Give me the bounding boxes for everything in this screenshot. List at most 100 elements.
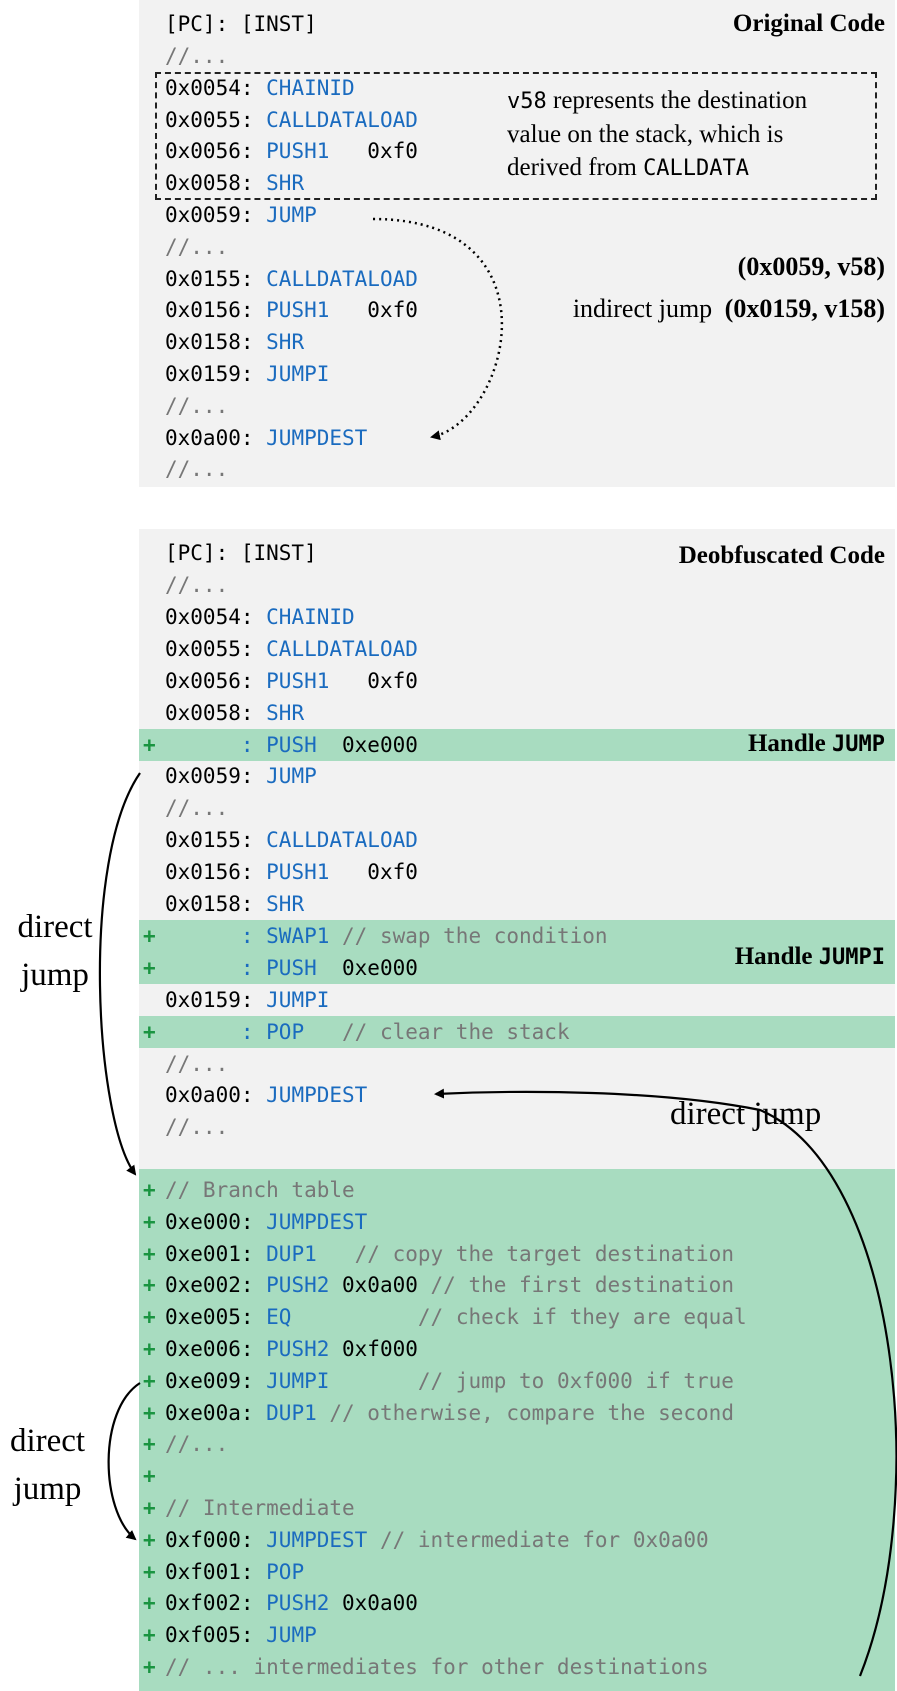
program-counter: : xyxy=(165,1019,267,1044)
program-counter: 0x0158: xyxy=(165,892,267,916)
comment: // intermediate for 0x0a00 xyxy=(367,1527,709,1552)
branch-table-panel: +// Branch table+0xe000: JUMPDEST+0xe001… xyxy=(139,1169,895,1691)
deobfuscated-code-title: Deobfuscated Code xyxy=(678,542,885,569)
opcode: JUMPI xyxy=(266,987,330,1012)
code-text: 0xf005: JUMP xyxy=(165,1619,317,1651)
code-line: + : PUSH 0xe000 xyxy=(139,951,895,984)
comment: // swap the condition xyxy=(329,923,608,948)
code-text: : POP // clear the stack xyxy=(165,1016,570,1048)
code-line: +0xe001: DUP1 // copy the target destina… xyxy=(139,1238,895,1270)
code-text: 0x0155: CALLDATALOAD xyxy=(165,824,418,856)
opcode: PUSH2 xyxy=(266,1273,330,1298)
program-counter: 0x0059: xyxy=(165,764,267,789)
program-counter: //... xyxy=(165,234,229,259)
code-text: //... xyxy=(165,231,228,263)
destination-note: v58 represents the destination value on … xyxy=(507,84,882,185)
opcode: SHR xyxy=(266,892,305,916)
program-counter: : xyxy=(165,955,267,980)
indirect-jump-arrow xyxy=(372,217,504,441)
handle-jumpi-op: JUMPI xyxy=(818,945,885,970)
handle-jump-op: JUMP xyxy=(832,732,885,757)
handle-jump-prefix: Handle xyxy=(747,730,833,757)
opcode: PUSH2 xyxy=(266,1591,330,1616)
code-text: : PUSH 0xe000 xyxy=(165,729,418,761)
opcode: DUP1 xyxy=(266,1241,317,1266)
code-line: 0x0a00: JUMPDEST xyxy=(139,422,895,454)
code-text: 0x0a00: JUMPDEST xyxy=(165,422,367,454)
original-column-header: [PC]: [INST] xyxy=(165,12,317,36)
code-line: 0x0a00: JUMPDEST xyxy=(139,1079,895,1111)
code-line: 0x0055: CALLDATALOAD xyxy=(139,633,895,665)
code-line: 0x0055: CALLDATALOAD xyxy=(139,104,895,136)
program-counter: //... xyxy=(165,393,229,418)
program-counter: 0xf002: xyxy=(165,1591,267,1616)
program-counter: 0xf001: xyxy=(165,1559,267,1584)
code-line: 0x0054: CHAINID xyxy=(139,72,895,104)
opcode: EQ xyxy=(266,1305,292,1330)
opcode: JUMP xyxy=(266,203,317,227)
code-line: +0xf005: JUMP xyxy=(139,1619,895,1651)
deob-column-header: [PC]: [INST] xyxy=(165,541,317,565)
code-line: + xyxy=(139,1460,895,1492)
comment: // ... intermediates for other destinati… xyxy=(165,1655,709,1679)
code-line: 0x0155: CALLDATALOAD xyxy=(139,263,895,295)
code-text: //... xyxy=(165,792,228,824)
code-line: +0xe009: JUMPI // jump to 0xf000 if true xyxy=(139,1365,895,1397)
code-line: 0x0158: SHR xyxy=(139,326,895,358)
opcode: JUMPDEST xyxy=(266,1209,368,1234)
code-text: 0xe005: EQ // check if they are equal xyxy=(165,1301,747,1333)
code-text: : SWAP1 // swap the condition xyxy=(165,920,608,952)
code-line: + : PUSH 0xe000 xyxy=(139,728,895,761)
program-counter: 0x0054: xyxy=(165,604,267,629)
added-marker: + xyxy=(143,1559,156,1584)
program-counter: 0xe006: xyxy=(165,1337,267,1361)
comment: // copy the target destination xyxy=(316,1241,734,1266)
added-marker: + xyxy=(143,1464,156,1489)
direct-jump-arrow-bottom xyxy=(107,1382,141,1541)
code-text: 0x0059: JUMP xyxy=(165,199,317,231)
code-line: 0x0159: JUMPI xyxy=(139,358,895,390)
note-calldata: CALLDATA xyxy=(643,156,750,181)
note-text-2: value on the stack, which is xyxy=(507,121,784,148)
code-line: 0x0054: CHAINID xyxy=(139,601,895,633)
program-counter: 0xe00a: xyxy=(165,1400,267,1425)
direct-jump-label-left-top: direct jump xyxy=(0,903,110,999)
added-marker: + xyxy=(143,1273,156,1298)
pair-1-value: (0x0059, v58) xyxy=(737,252,885,281)
code-text: 0xe00a: DUP1 // otherwise, compare the s… xyxy=(165,1397,734,1429)
note-var: v58 xyxy=(507,89,547,114)
opcode: SHR xyxy=(266,171,305,196)
code-text: 0x0159: JUMPI xyxy=(165,358,329,390)
code-line: //... xyxy=(139,390,895,422)
opcode: PUSH1 xyxy=(266,139,330,164)
handle-jumpi-label: Handle JUMPI xyxy=(735,943,885,971)
code-line: 0x0058: SHR xyxy=(139,697,895,729)
added-marker: + xyxy=(143,955,156,980)
code-text: //... xyxy=(165,453,228,485)
code-text: 0xf000: JUMPDEST // intermediate for 0x0… xyxy=(165,1524,709,1556)
code-line: 0x0056: PUSH1 0xf0 xyxy=(139,135,895,167)
opcode: SHR xyxy=(266,330,305,355)
program-counter: //... xyxy=(165,457,229,482)
code-text: : PUSH 0xe000 xyxy=(165,952,418,984)
operand: 0xf0 xyxy=(329,298,418,323)
code-line: +0xe002: PUSH2 0x0a00 // the first desti… xyxy=(139,1269,895,1301)
code-text: // Intermediate xyxy=(165,1492,355,1524)
program-counter: 0x0159: xyxy=(165,987,267,1012)
program-counter: : xyxy=(165,923,267,948)
comment: // jump to 0xf000 if true xyxy=(329,1368,734,1393)
added-marker: + xyxy=(143,1591,156,1616)
code-line: + : SWAP1 // swap the condition xyxy=(139,919,895,952)
direct-jump-arrow-right xyxy=(434,1088,897,1677)
direct-jump-arrow-top xyxy=(98,772,141,1176)
code-line: 0x0158: SHR xyxy=(139,888,895,920)
opcode: POP xyxy=(266,1559,305,1584)
code-text: 0x0155: CALLDATALOAD xyxy=(165,263,418,295)
operand: 0x0a00 xyxy=(329,1591,418,1616)
code-line: 0x0155: CALLDATALOAD xyxy=(139,824,895,856)
code-line: +0xe005: EQ // check if they are equal xyxy=(139,1301,895,1333)
program-counter: 0xe000: xyxy=(165,1209,267,1234)
program-counter: //... xyxy=(165,1115,229,1140)
comment: // Intermediate xyxy=(165,1496,355,1520)
